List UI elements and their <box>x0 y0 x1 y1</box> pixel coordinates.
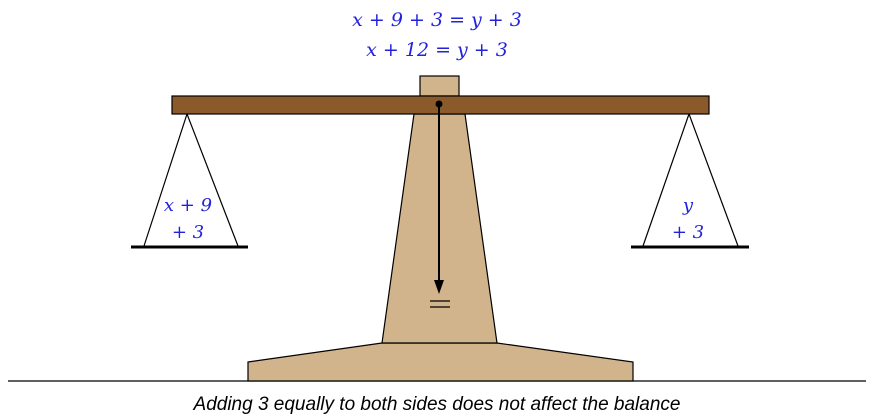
balance-mark-label: = <box>0 0 1 1</box>
equation-line-1: x + 9 + 3 = y + 3 <box>352 9 522 31</box>
left-pan-label-1: x + 9 <box>164 195 212 216</box>
caption: Adding 3 equally to both sides does not … <box>193 394 681 415</box>
left-pan-label-2: + 3 <box>172 222 204 243</box>
equation-line-2: x + 12 = y + 3 <box>366 39 508 61</box>
stand-cap <box>420 76 459 96</box>
right-pan-label-2: + 3 <box>672 222 704 243</box>
stand-base <box>248 343 633 381</box>
right-pan-label-1: y <box>682 195 694 216</box>
